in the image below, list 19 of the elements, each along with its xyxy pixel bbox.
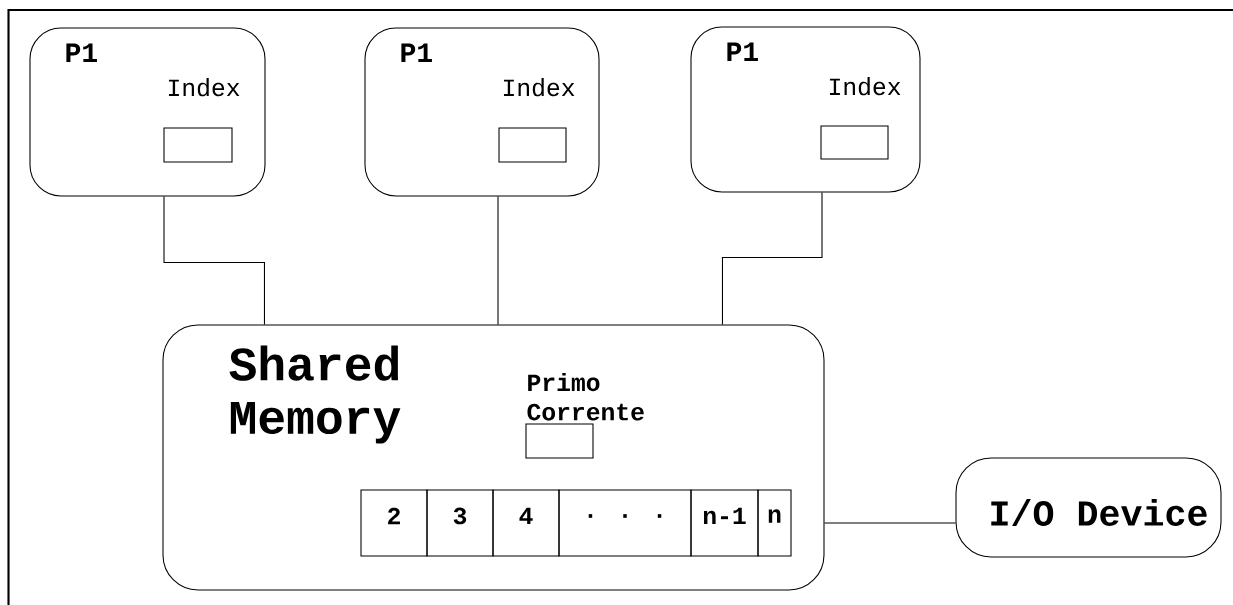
process-box: P1 Index (690, 26, 921, 193)
device-box: I/O Device (955, 457, 1222, 558)
array-cell: 4 (492, 489, 560, 557)
connector-line (721, 192, 823, 325)
array-cell: . . . (558, 489, 692, 557)
connector-line (824, 522, 956, 524)
register-box (498, 127, 567, 163)
register-box (163, 127, 233, 163)
array-cell: 3 (426, 489, 494, 557)
array-cell: n-1 (690, 489, 759, 557)
connector-line (497, 196, 499, 325)
connector-line (163, 196, 265, 325)
register-box: Primo Corrente (525, 373, 644, 459)
process-box: P1 Index (29, 27, 266, 197)
register-box (820, 125, 889, 160)
node-label: Primo Corrente (527, 373, 644, 421)
process-box: P1 Index (364, 27, 600, 197)
array-cell: 2 (360, 489, 428, 557)
array-cell: n (757, 489, 792, 557)
